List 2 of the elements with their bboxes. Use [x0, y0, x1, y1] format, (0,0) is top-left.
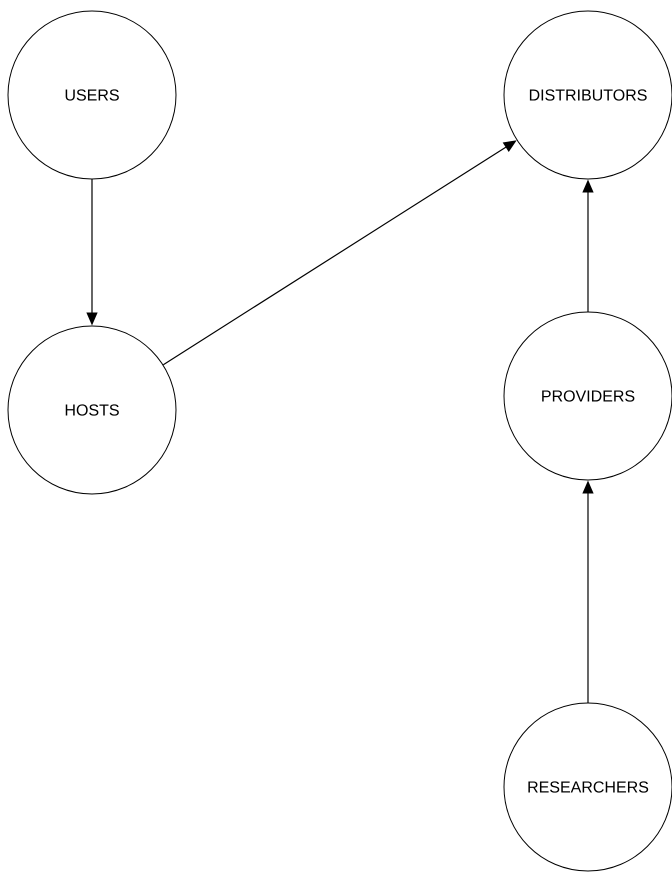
- circle-node: HOSTS: [8, 326, 176, 494]
- circle-node: USERS: [8, 10, 176, 180]
